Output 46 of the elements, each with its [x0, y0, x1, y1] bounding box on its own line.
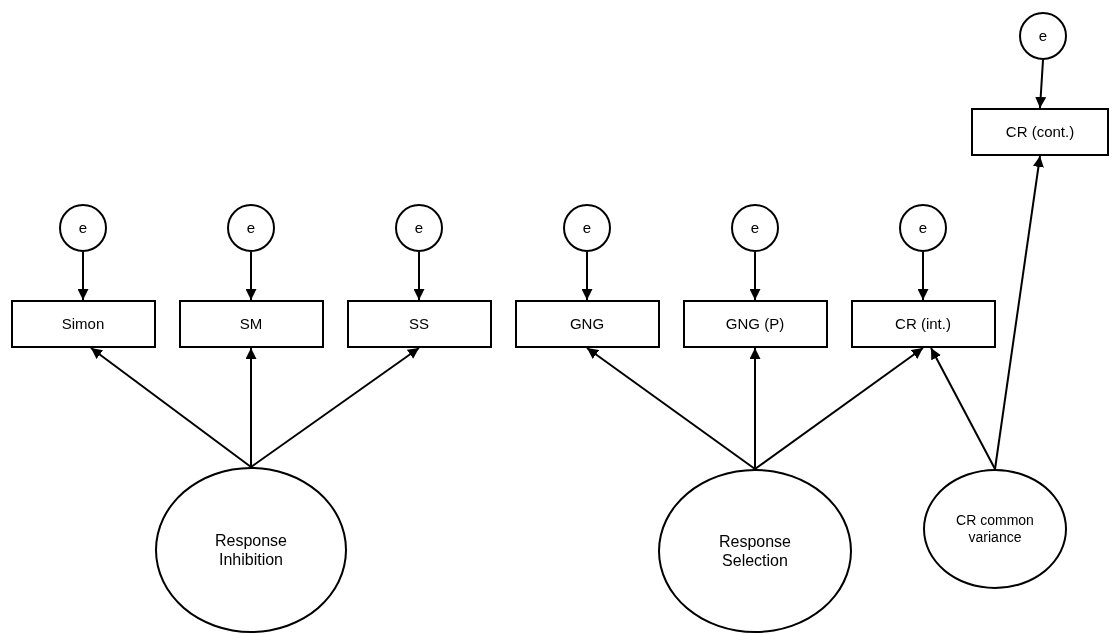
arrow — [250, 347, 420, 468]
error-circle — [899, 204, 947, 252]
error-circle — [227, 204, 275, 252]
node-label: Response Selection — [717, 531, 792, 571]
observed-variable-box — [682, 300, 828, 348]
error-circle — [59, 204, 107, 252]
observed-variable-box — [971, 108, 1109, 156]
observed-variable-box — [346, 300, 492, 348]
arrow — [749, 347, 761, 470]
node-label: Simon — [61, 315, 105, 333]
node-label: SM — [239, 315, 263, 333]
node-label: e — [78, 219, 88, 237]
error-circle — [563, 204, 611, 252]
node-label: e — [1038, 27, 1048, 45]
observed-variable-box — [178, 300, 324, 348]
observed-variable-box — [10, 300, 156, 348]
node-label: Response Inhibition — [213, 530, 288, 570]
error-circle — [731, 204, 779, 252]
node-label: e — [918, 219, 928, 237]
arrow — [749, 251, 761, 301]
node-label: CR common variance — [955, 512, 1035, 546]
node-label: SS — [409, 315, 429, 333]
node-label: GNG — [569, 315, 605, 333]
arrow — [917, 251, 929, 301]
node-label: CR (cont.) — [1005, 123, 1075, 141]
node-label: CR (int.) — [895, 315, 951, 333]
node-label: GNG (P) — [725, 315, 785, 333]
node-label: e — [246, 219, 256, 237]
observed-variable-box — [514, 300, 660, 348]
arrow — [1035, 59, 1047, 109]
node-label: e — [750, 219, 760, 237]
arrow — [245, 347, 257, 468]
arrow — [77, 251, 89, 301]
error-circle — [1019, 12, 1067, 60]
arrow — [245, 251, 257, 301]
node-label: e — [582, 219, 592, 237]
arrow — [90, 347, 252, 468]
arrow — [994, 155, 1044, 470]
arrow — [930, 347, 996, 470]
arrow — [754, 347, 924, 470]
node-label: e — [414, 219, 424, 237]
error-circle — [395, 204, 443, 252]
arrow — [413, 251, 425, 301]
arrow — [581, 251, 593, 301]
arrow — [586, 347, 756, 470]
observed-variable-box — [850, 300, 996, 348]
